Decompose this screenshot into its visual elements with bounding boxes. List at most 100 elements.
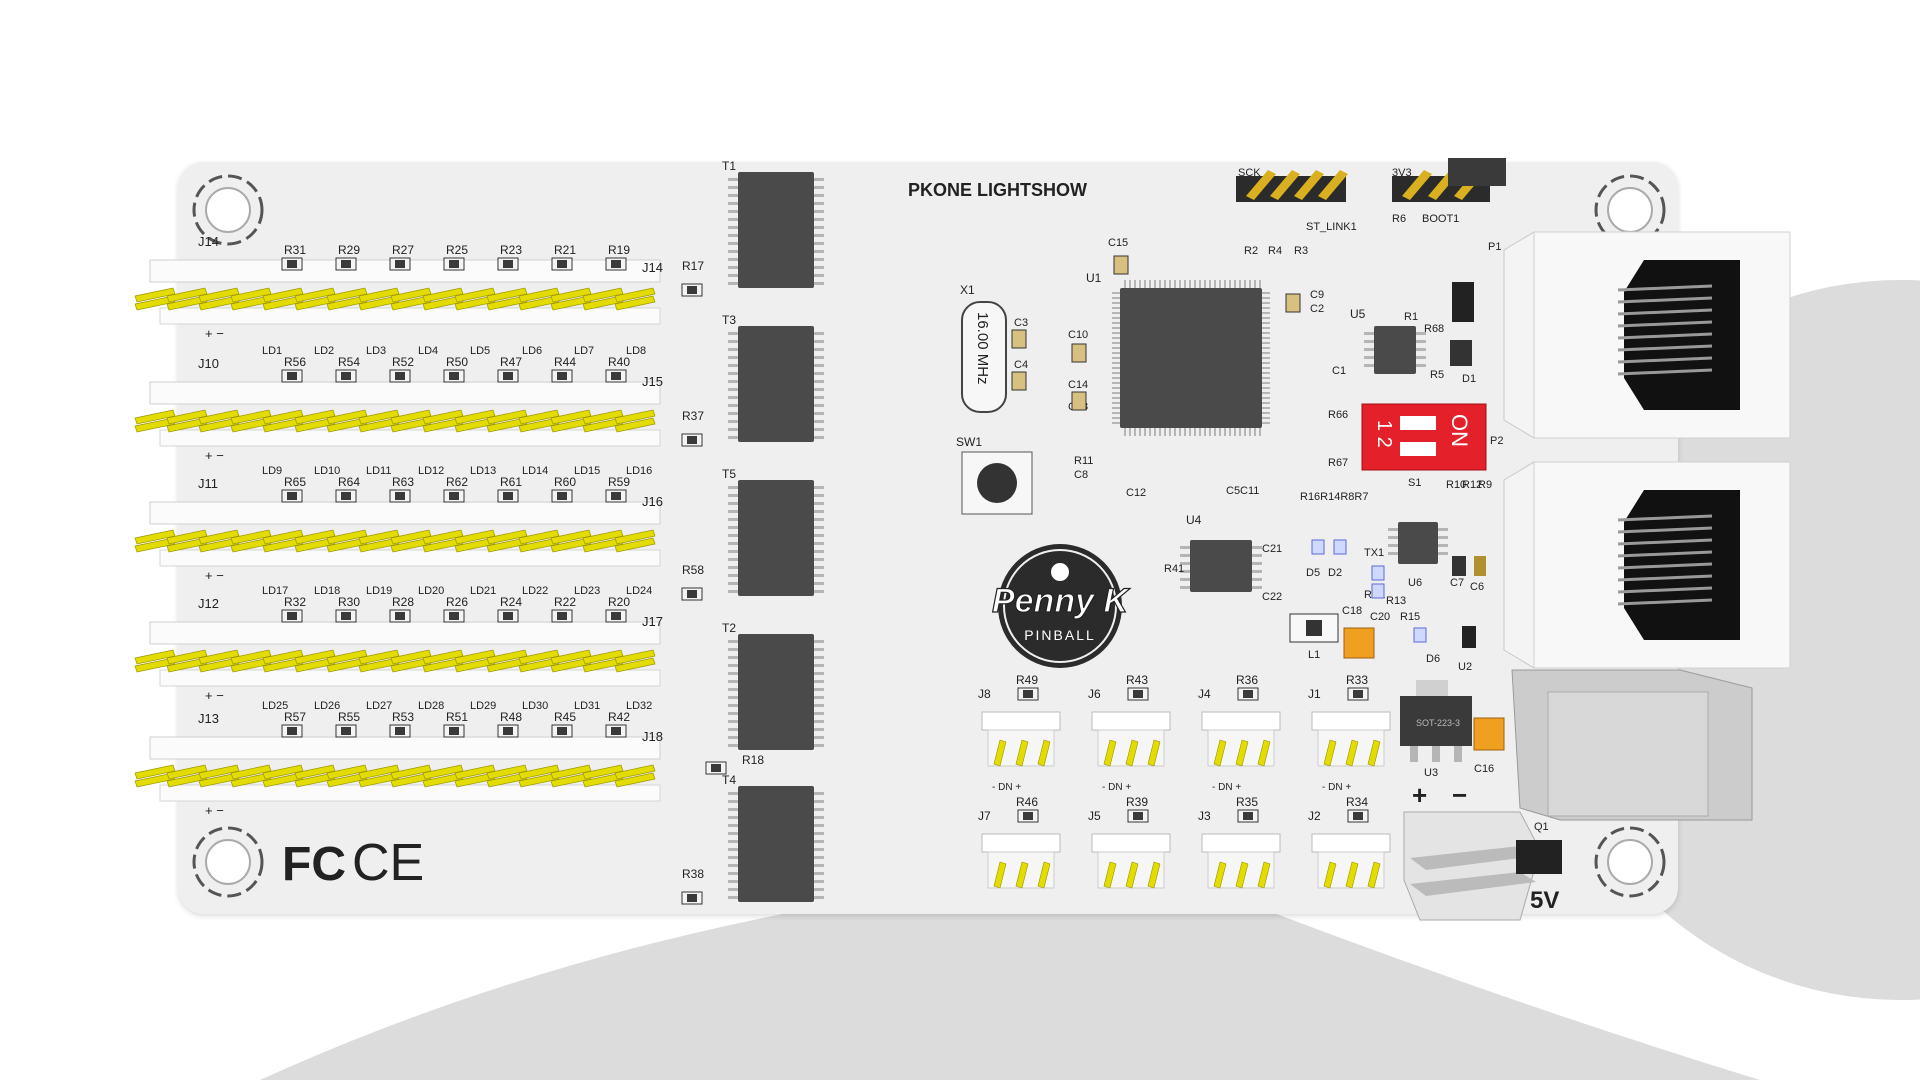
connector-pin (1015, 861, 1029, 889)
resistor-chip (341, 492, 351, 500)
resistor-chip (287, 612, 297, 620)
ic-pin (1252, 562, 1262, 565)
resistor-ref: R34 (1346, 795, 1368, 809)
resistor-chip (611, 727, 621, 735)
ic-pin (1262, 382, 1270, 384)
led-ref: LD8 (626, 345, 646, 357)
ic-pin (1416, 340, 1426, 343)
transistor-array-t2 (728, 634, 824, 750)
resistor-chip (1133, 690, 1143, 698)
resistor-ref: R21 (554, 243, 576, 257)
component-ref: D6 (1426, 653, 1440, 665)
transistor-array-t4 (728, 786, 824, 902)
ic-pin (1144, 428, 1146, 436)
resistor-chip (611, 492, 621, 500)
resistor-r64 (335, 489, 357, 503)
connector-pin (1125, 861, 1139, 889)
ic-pin (1364, 340, 1374, 343)
ic-pin (1364, 332, 1374, 335)
resistor-chip (287, 727, 297, 735)
capacitor (1011, 329, 1027, 349)
component-ref: R1 (1404, 311, 1418, 323)
led-ref: LD19 (366, 585, 392, 597)
resistor-r33 (1347, 687, 1369, 701)
connector-ref: J10 (198, 356, 219, 371)
ic-pin (1112, 357, 1120, 359)
ic-pin (814, 542, 824, 545)
connector-ref: J17 (642, 614, 663, 629)
component-ref: R67 (1328, 457, 1348, 469)
connector-ref: J5 (1088, 809, 1101, 823)
connector-ref: J8 (978, 687, 991, 701)
switch-ref: S1 (1408, 477, 1421, 489)
connector-ref: J13 (198, 711, 219, 726)
ic-pin (1364, 356, 1374, 359)
chip-ref: T4 (722, 773, 736, 787)
resistor-r28 (389, 609, 411, 623)
ic-pin (1438, 536, 1448, 539)
led-ref: LD14 (522, 465, 548, 477)
ic-pin (814, 282, 824, 285)
resistor-ref: R28 (392, 595, 414, 609)
rj45-jack-2 (1503, 461, 1791, 669)
capacitor-ref: C21 (1262, 543, 1282, 555)
jack-contact (1617, 284, 1713, 292)
ic-pin (814, 712, 824, 715)
resistor-r54 (335, 369, 357, 383)
header-housing-lower (159, 549, 661, 567)
connector-housing (1201, 833, 1281, 853)
connector-ref-j14: J14 (642, 260, 663, 275)
resistor-r61 (497, 489, 519, 503)
ic-body (1190, 540, 1252, 592)
header-housing-lower (159, 669, 661, 687)
header-pin (614, 417, 656, 433)
ic-pin (814, 502, 824, 505)
polarity-plus: + (1412, 780, 1427, 810)
ic-pin (1388, 528, 1398, 531)
header-pin (614, 772, 656, 788)
led-ref: LD1 (262, 345, 282, 357)
connector-ref: J1 (1308, 687, 1321, 701)
dip-body (1361, 403, 1487, 471)
ic-pin (814, 664, 824, 667)
connector-ref: J14 (198, 234, 219, 249)
resistor-ref: R25 (446, 243, 468, 257)
resistor-r47 (497, 369, 519, 383)
ic-pin (1209, 280, 1211, 288)
ic-pin (814, 412, 824, 415)
ic-pin (728, 896, 738, 899)
capacitor-ref: C12 (1126, 487, 1146, 499)
resistor-r53 (389, 724, 411, 738)
ic-pin (728, 848, 738, 851)
chip-ref: U5 (1350, 307, 1366, 321)
ic-pin (728, 226, 738, 229)
resistor-ref: R37 (682, 409, 704, 423)
polarity-mark: + − (205, 326, 224, 341)
ic-pin (1124, 280, 1126, 288)
resistor-ref: R56 (284, 355, 306, 369)
ic-pin (728, 274, 738, 277)
capacitor-ref: C3 (1014, 317, 1028, 329)
ic-pin (1262, 302, 1270, 304)
ic-pin (814, 486, 824, 489)
ic-pin (1180, 570, 1190, 573)
jack-contact (1617, 538, 1713, 546)
chip-ref: U1 (1086, 271, 1102, 285)
connector-pin (1213, 861, 1227, 889)
ic-pin (1112, 302, 1120, 304)
ic-pin (1112, 377, 1120, 379)
led-ref: LD6 (522, 345, 542, 357)
jumper-p2 (1452, 282, 1474, 322)
connector-housing (1311, 711, 1391, 731)
ic-pin (814, 396, 824, 399)
resistor-ref: R4 (1268, 245, 1282, 257)
ic-pin (1252, 554, 1262, 557)
ic-pin (728, 518, 738, 521)
ic-pin (814, 550, 824, 553)
resistor-r36 (1237, 687, 1259, 701)
ic-pin (1112, 332, 1120, 334)
ic-pin (1262, 317, 1270, 319)
header-pin (614, 409, 656, 425)
capacitor (1071, 391, 1087, 411)
ic-pin (1129, 428, 1131, 436)
